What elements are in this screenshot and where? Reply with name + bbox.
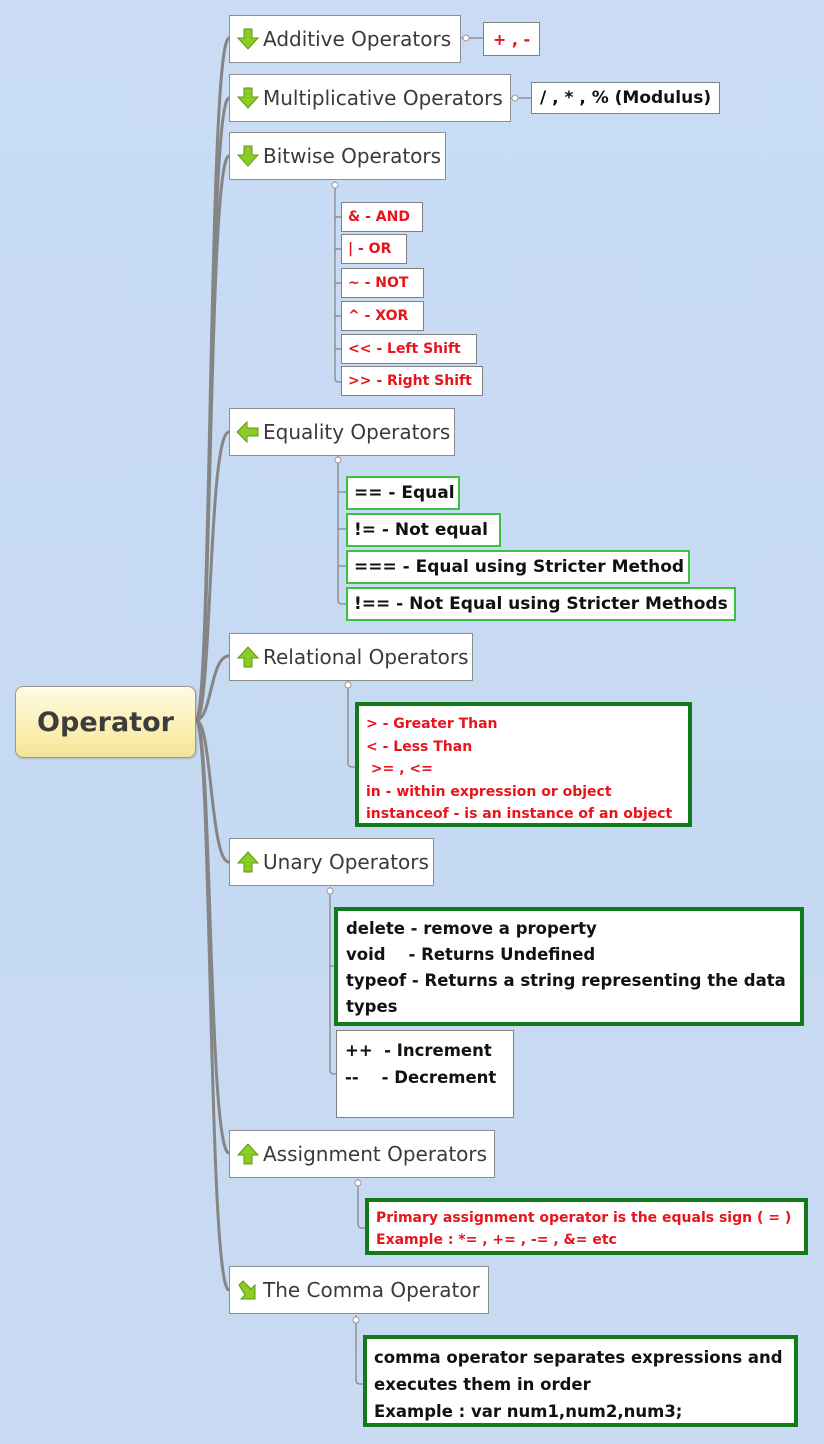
- arrow-up-icon: [236, 851, 260, 873]
- topic-label: Additive Operators: [263, 27, 452, 51]
- multiplicative-item[interactable]: / , * , % (Modulus): [531, 82, 720, 114]
- bitwise-item-text: << - Left Shift: [348, 341, 461, 357]
- bitwise-item[interactable]: ~ - NOT: [341, 268, 424, 298]
- unary-increment-box[interactable]: ++ - Increment -- - Decrement: [336, 1030, 514, 1118]
- topic-label: Assignment Operators: [263, 1142, 488, 1166]
- equality-item-text: != - Not equal: [354, 520, 488, 540]
- relational-line: > - Greater Than: [366, 716, 498, 732]
- topic-unary-operators[interactable]: Unary Operators: [229, 838, 434, 886]
- arrow-down-icon: [236, 28, 260, 50]
- comma-line: comma operator separates expressions and: [374, 1348, 783, 1367]
- topic-additive-operators[interactable]: Additive Operators: [229, 15, 461, 63]
- unary-line: delete - remove a property: [346, 919, 597, 938]
- equality-item-text: === - Equal using Stricter Method: [354, 557, 685, 577]
- topic-label: Bitwise Operators: [263, 144, 442, 168]
- arrow-up-icon: [236, 1143, 260, 1165]
- equality-item[interactable]: == - Equal: [346, 476, 460, 510]
- unary-line: void - Returns Undefined: [346, 945, 596, 964]
- multiplicative-item-text: / , * , % (Modulus): [540, 88, 712, 108]
- additive-item[interactable]: + , -: [483, 22, 540, 56]
- relational-line: >= , <=: [366, 761, 433, 777]
- relational-line: instanceof - is an instance of an object: [366, 806, 673, 822]
- unary-line: typeof - Returns a string representing t…: [346, 971, 786, 990]
- unary-line: ++ - Increment: [345, 1041, 492, 1060]
- comma-line: executes them in order: [374, 1375, 591, 1394]
- bitwise-item[interactable]: ^ - XOR: [341, 301, 424, 331]
- arrow-down-right-icon: [238, 1280, 256, 1300]
- topic-label: Multiplicative Operators: [263, 86, 503, 110]
- topic-bitwise-operators[interactable]: Bitwise Operators: [229, 132, 446, 180]
- topic-comma-operator[interactable]: The Comma Operator: [229, 1266, 489, 1314]
- unary-details-box[interactable]: delete - remove a property void - Return…: [334, 907, 804, 1026]
- equality-item-text: == - Equal: [354, 483, 455, 503]
- equality-item[interactable]: === - Equal using Stricter Method: [346, 550, 690, 584]
- unary-line: types: [346, 997, 398, 1016]
- comma-line: Example : var num1,num2,num3;: [374, 1402, 683, 1421]
- additive-item-text: + , -: [492, 29, 531, 49]
- assignment-details[interactable]: Primary assignment operator is the equal…: [365, 1198, 808, 1255]
- topic-label: Relational Operators: [263, 645, 469, 669]
- root-label: Operator: [37, 706, 174, 738]
- bitwise-item-text: & - AND: [348, 209, 410, 225]
- assignment-line: Primary assignment operator is the equal…: [376, 1210, 792, 1226]
- assignment-line: Example : *= , += , -= , &= etc: [376, 1232, 617, 1248]
- relational-line: in - within expression or object: [366, 783, 612, 800]
- arrow-down-icon: [236, 145, 260, 167]
- topic-label: Unary Operators: [263, 850, 429, 874]
- arrow-left-icon: [236, 420, 259, 444]
- bitwise-item[interactable]: & - AND: [341, 202, 423, 232]
- topic-multiplicative-operators[interactable]: Multiplicative Operators: [229, 74, 511, 122]
- bitwise-item-text: | - OR: [348, 241, 392, 257]
- unary-line: -- - Decrement: [345, 1068, 497, 1087]
- bitwise-item[interactable]: | - OR: [341, 234, 407, 264]
- topic-relational-operators[interactable]: Relational Operators: [229, 633, 473, 681]
- relational-line: < - Less Than: [366, 738, 473, 755]
- arrow-down-icon: [236, 87, 260, 109]
- topic-equality-operators[interactable]: Equality Operators: [229, 408, 455, 456]
- bitwise-item-text: >> - Right Shift: [348, 373, 472, 389]
- bitwise-item-text: ~ - NOT: [348, 275, 409, 291]
- topic-label: The Comma Operator: [263, 1278, 480, 1302]
- equality-item[interactable]: !== - Not Equal using Stricter Methods: [346, 587, 736, 621]
- root-topic[interactable]: Operator: [15, 686, 196, 758]
- topic-assignment-operators[interactable]: Assignment Operators: [229, 1130, 495, 1178]
- bitwise-item-text: ^ - XOR: [348, 308, 409, 324]
- bitwise-item[interactable]: >> - Right Shift: [341, 366, 483, 396]
- arrow-up-icon: [236, 646, 260, 668]
- comma-details[interactable]: comma operator separates expressions and…: [363, 1335, 798, 1427]
- relational-details[interactable]: > - Greater Than < - Less Than >= , <= i…: [355, 702, 692, 827]
- bitwise-item[interactable]: << - Left Shift: [341, 334, 477, 364]
- topic-label: Equality Operators: [263, 420, 451, 444]
- equality-item-text: !== - Not Equal using Stricter Methods: [354, 594, 728, 614]
- equality-item[interactable]: != - Not equal: [346, 513, 501, 547]
